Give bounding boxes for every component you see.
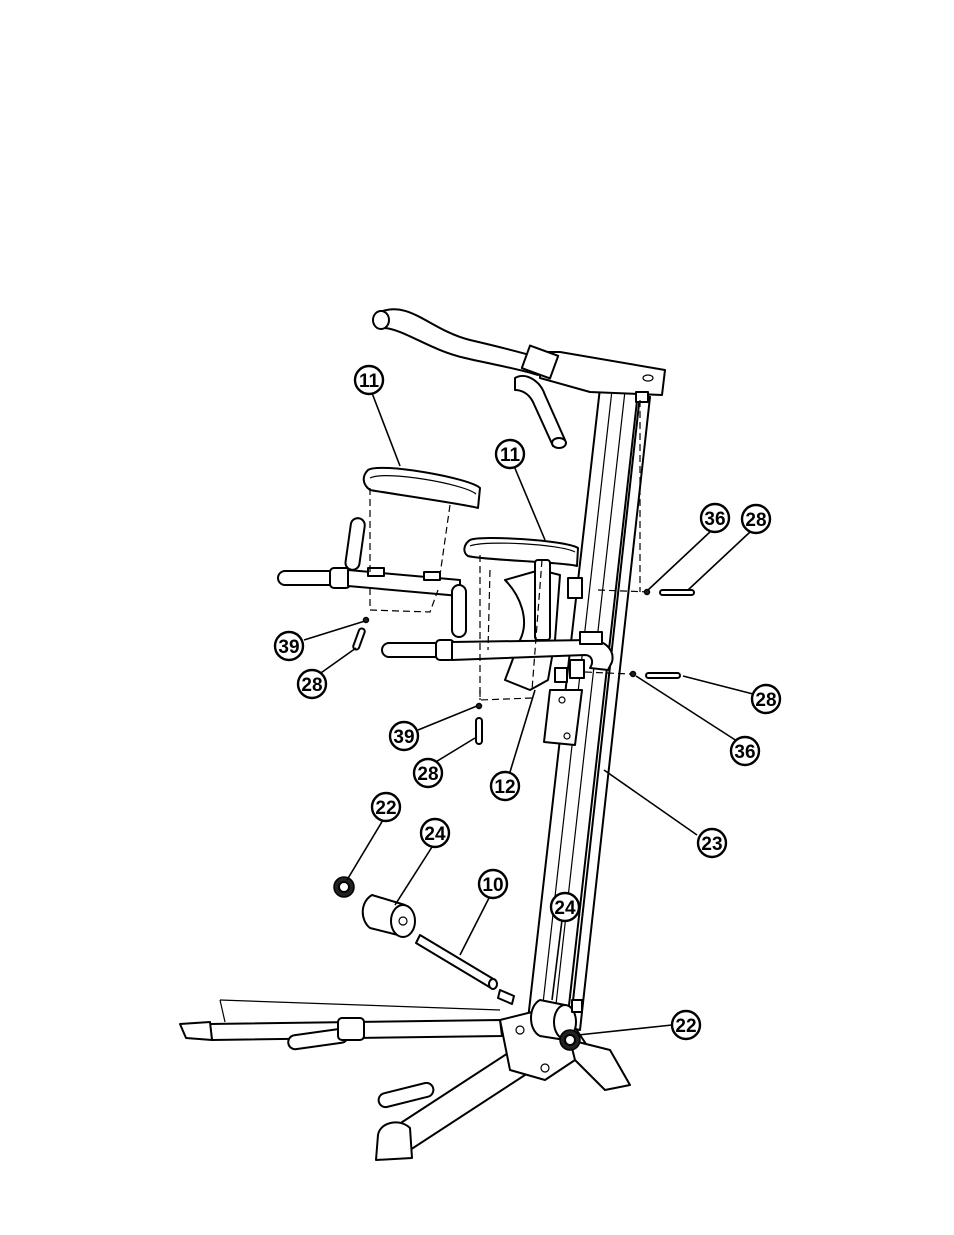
callout-11-upper-pad: 11 (355, 366, 383, 394)
svg-text:36: 36 (734, 742, 755, 763)
callout-23-column: 23 (698, 829, 726, 857)
svg-text:22: 22 (375, 798, 396, 819)
back-pad-upper (364, 468, 480, 508)
callout-28-center: 28 (414, 759, 442, 787)
svg-text:12: 12 (494, 777, 515, 798)
callout-28-lower-right: 28 (752, 685, 780, 713)
svg-text:23: 23 (701, 834, 722, 855)
callout-39-left: 39 (275, 632, 303, 660)
callout-24-lower: 24 (551, 893, 579, 921)
callout-11-lower-pad: 11 (496, 440, 524, 468)
callout-36-lower: 36 (731, 737, 759, 765)
svg-text:11: 11 (500, 445, 521, 466)
adjustment-sleeve (544, 690, 582, 745)
main-upright-column (527, 388, 650, 1032)
callout-24-upper: 24 (421, 819, 449, 847)
callout-39-center: 39 (390, 722, 418, 750)
svg-text:36: 36 (704, 509, 725, 530)
svg-text:28: 28 (301, 675, 322, 696)
svg-text:39: 39 (393, 727, 414, 748)
svg-text:39: 39 (278, 637, 299, 658)
callout-28-left: 28 (298, 670, 326, 698)
left-arm-rest-bar (278, 517, 466, 637)
svg-text:24: 24 (554, 898, 576, 919)
svg-text:24: 24 (424, 824, 446, 845)
callout-22-upper: 22 (372, 793, 400, 821)
svg-text:22: 22 (675, 1016, 696, 1037)
callout-22-lower: 22 (672, 1011, 700, 1039)
svg-text:28: 28 (417, 764, 438, 785)
callout-36-upper: 36 (701, 504, 729, 532)
callout-10-tube: 10 (479, 870, 507, 898)
callout-12-frame: 12 (491, 772, 519, 800)
svg-text:11: 11 (359, 371, 380, 392)
svg-text:10: 10 (482, 875, 503, 896)
svg-text:28: 28 (745, 510, 766, 531)
base-frame (180, 1000, 630, 1160)
back-pad-lower (464, 538, 578, 566)
callout-28-upper-right: 28 (742, 505, 770, 533)
svg-text:28: 28 (755, 690, 776, 711)
